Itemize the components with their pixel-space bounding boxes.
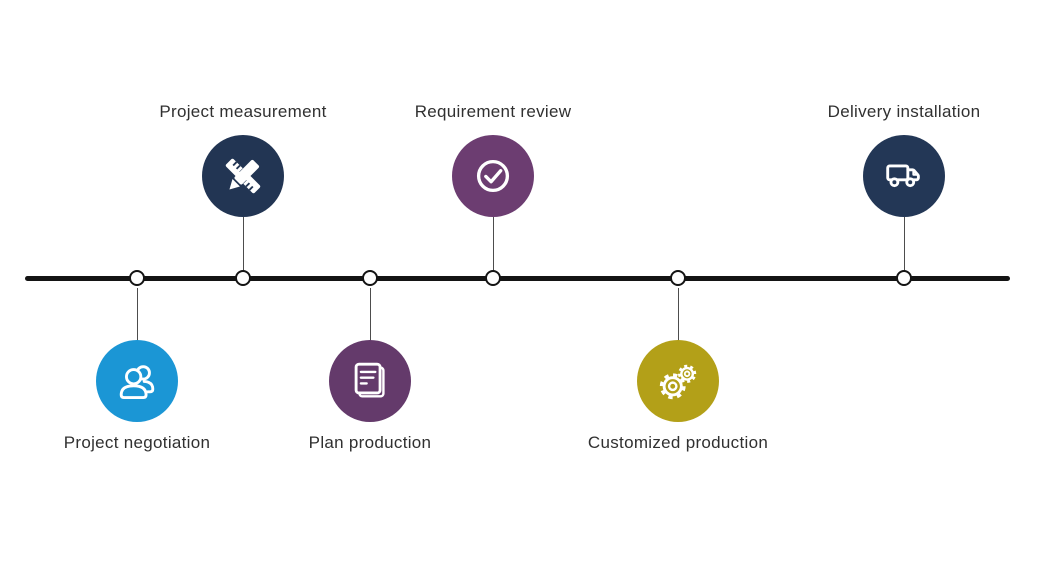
ruler-pencil-icon: [202, 135, 284, 217]
step-label: Project measurement: [159, 102, 327, 121]
gears-icon: [637, 340, 719, 422]
timeline-node: [669, 269, 686, 286]
connector-line: [677, 288, 679, 341]
timeline-node: [234, 269, 251, 286]
truck-icon: [863, 135, 945, 217]
connector-line: [369, 288, 371, 341]
document-icon: [329, 340, 411, 422]
timeline-axis: [25, 275, 1010, 281]
connector-line: [903, 217, 905, 271]
timeline-node: [128, 269, 145, 286]
step-label: Delivery installation: [827, 102, 981, 121]
step-label: Customized production: [587, 433, 769, 452]
timeline-node: [484, 269, 501, 286]
check-circle-icon: [452, 135, 534, 217]
step-label: Project negotiation: [63, 433, 211, 452]
connector-line: [242, 217, 244, 271]
connector-line: [136, 288, 138, 341]
people-icon: [96, 340, 178, 422]
step-label: Requirement review: [414, 102, 572, 121]
timeline-node: [895, 269, 912, 286]
connector-line: [492, 217, 494, 271]
step-label: Plan production: [308, 433, 432, 452]
timeline-node: [361, 269, 378, 286]
